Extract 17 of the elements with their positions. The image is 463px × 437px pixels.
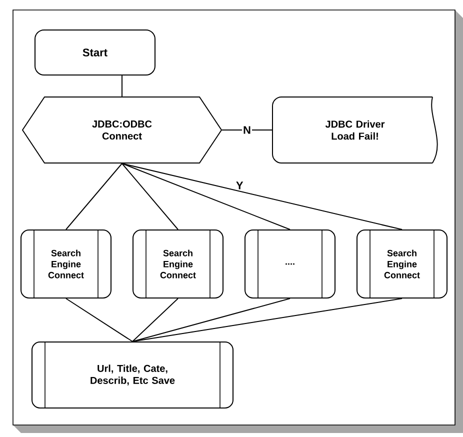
error-box: JDBC Driver Load Fail!	[272, 96, 438, 164]
connector-line	[122, 163, 290, 230]
process-box: ....	[244, 230, 336, 298]
process-box: Search Engine Connect	[20, 230, 112, 298]
process-box: Search Engine Connect	[356, 230, 448, 298]
connector-line	[122, 163, 402, 230]
connector-line	[66, 298, 133, 342]
start-box: Start	[34, 30, 156, 76]
connector-line	[122, 163, 178, 230]
connector-line	[66, 163, 122, 230]
process-box: Search Engine Connect	[132, 230, 224, 298]
edge-label: Y	[236, 182, 244, 190]
connector-line	[132, 298, 290, 342]
process-box: Url, Title, Cate, Describ, Etc Save	[32, 342, 234, 408]
connector-line	[132, 298, 178, 342]
connector-line	[132, 298, 402, 342]
edge-label: N	[242, 125, 252, 135]
